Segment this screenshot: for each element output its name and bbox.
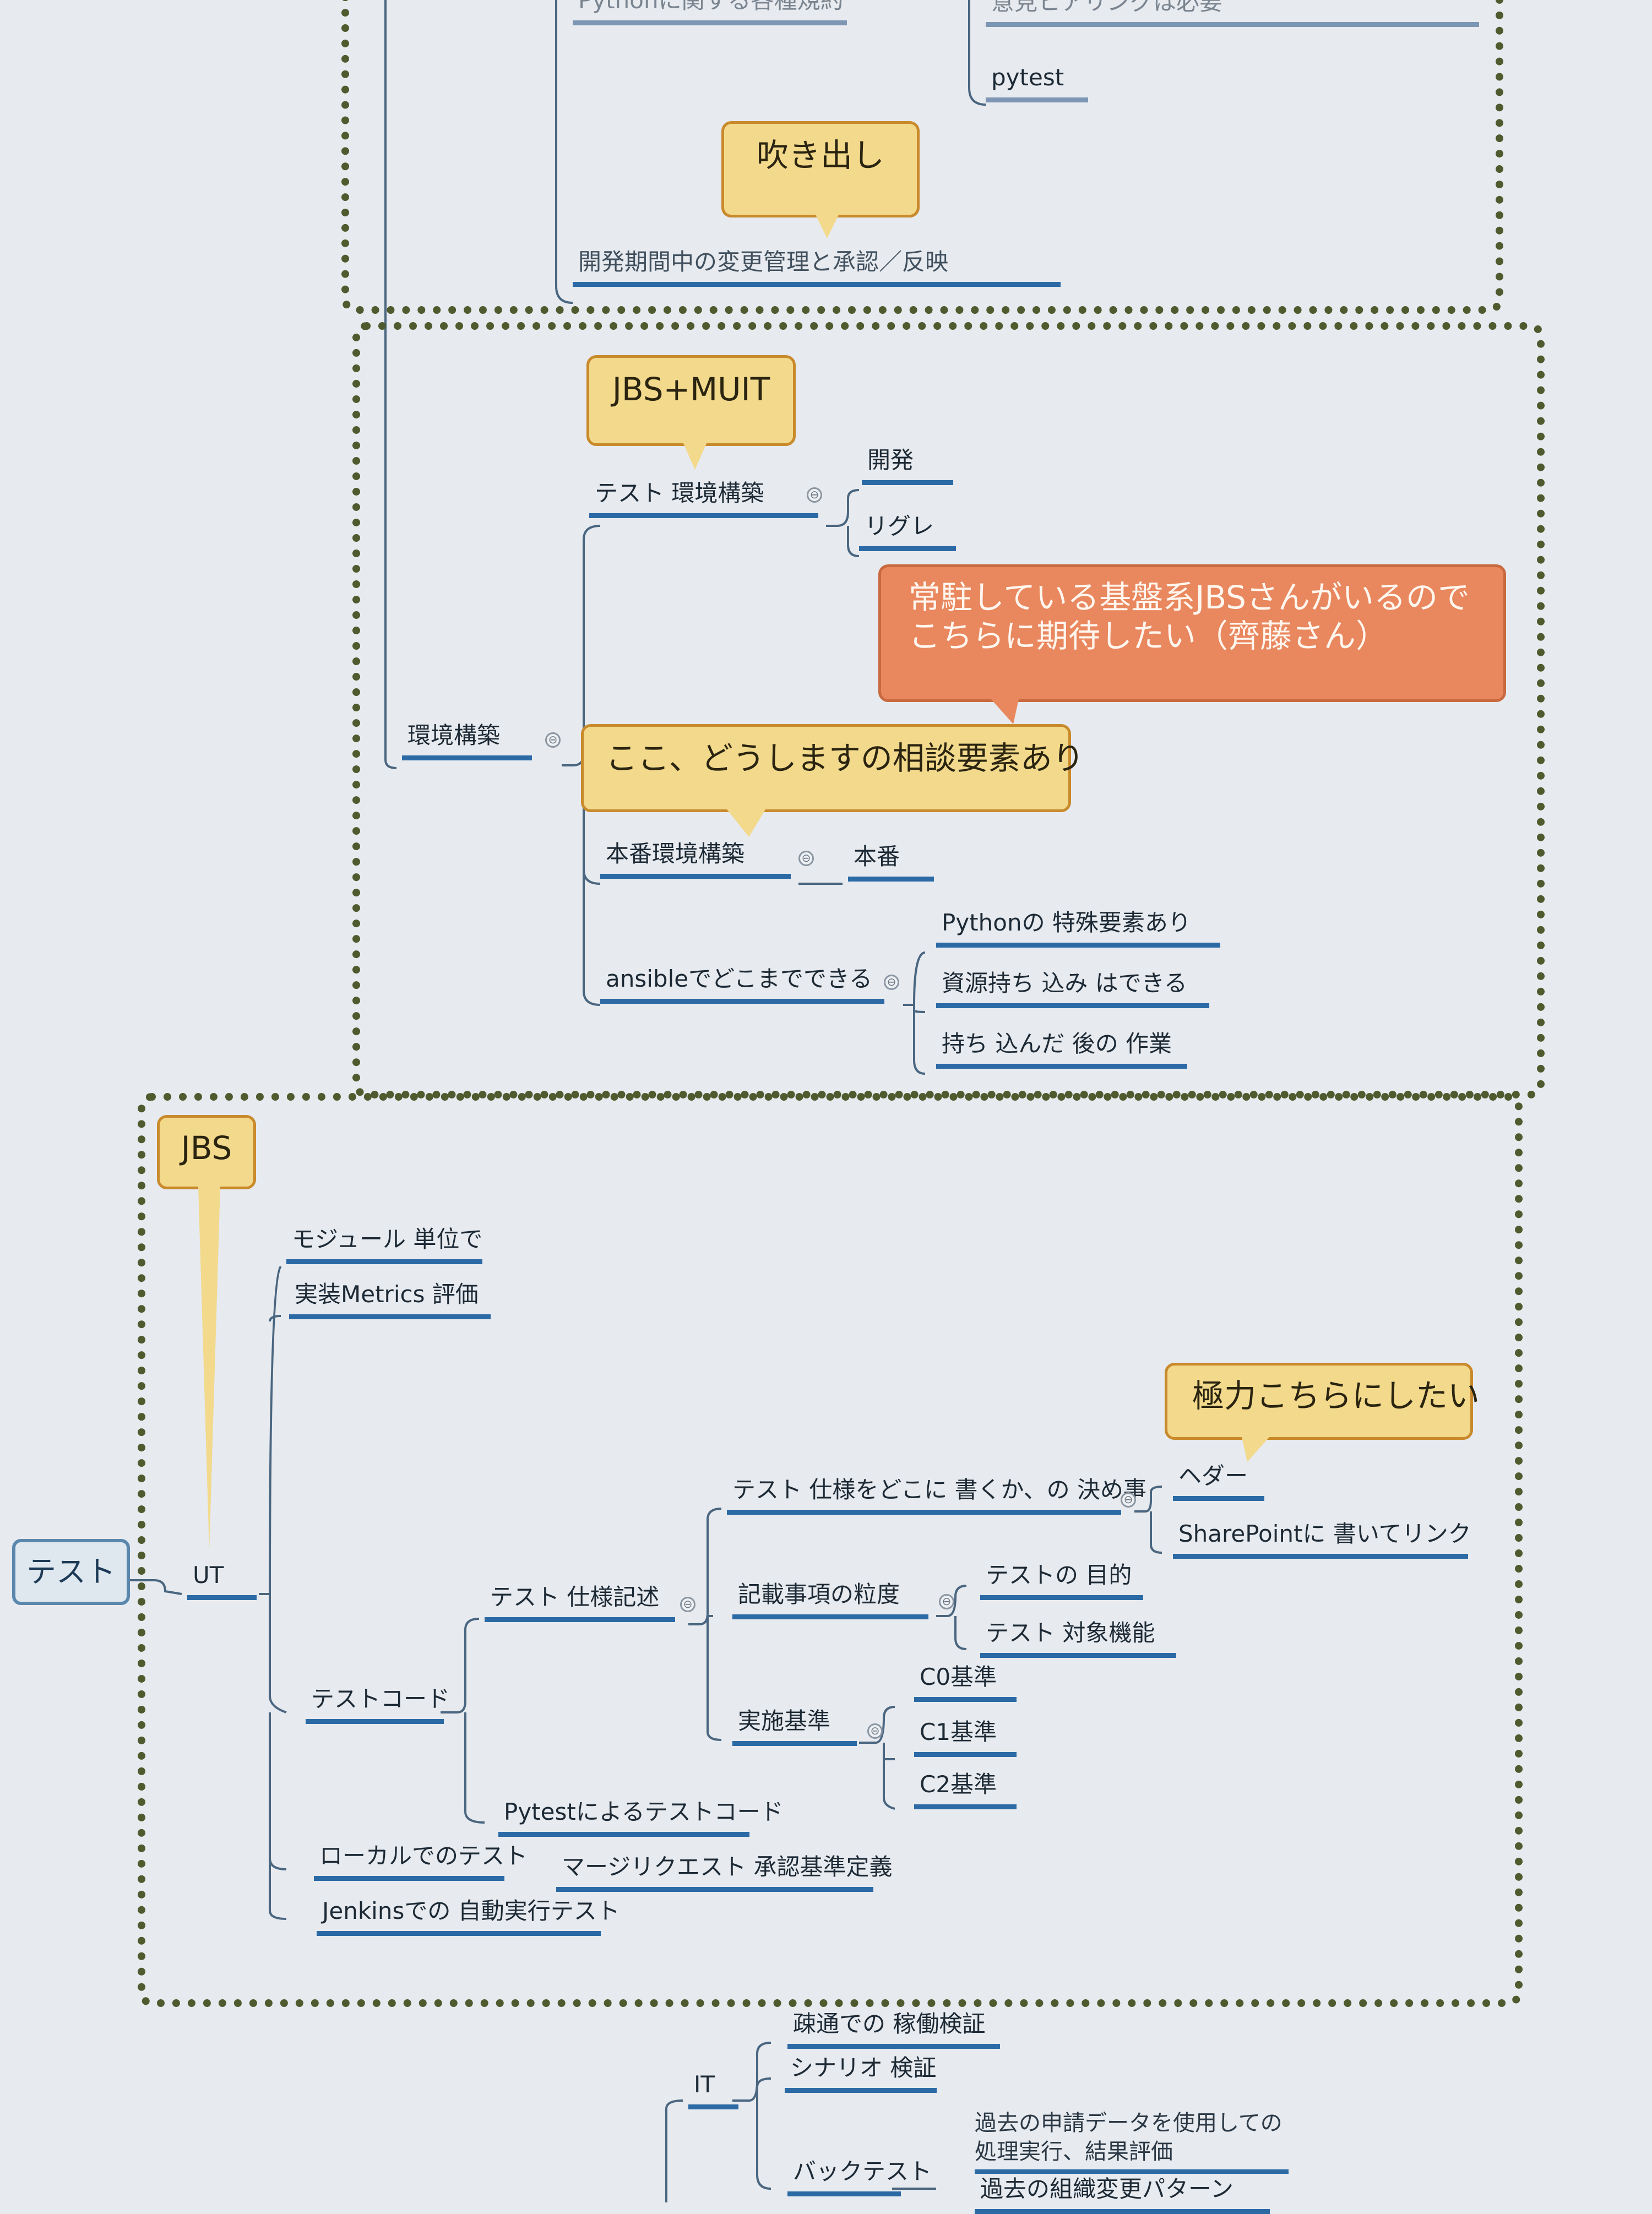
callout-line: こちらに期待したい（齊藤さん） bbox=[909, 617, 1388, 655]
node-python-special[interactable]: Pythonの 特殊要素あり bbox=[936, 909, 1220, 948]
node-c1[interactable]: C1基準 bbox=[914, 1718, 1017, 1757]
callout-jbs[interactable]: JBS bbox=[157, 1115, 256, 1189]
callout-tail bbox=[991, 699, 1019, 724]
note-line: 過去の申請データを使用しての bbox=[975, 2110, 1283, 2136]
collapse-icon[interactable]: ⊖ bbox=[798, 851, 814, 866]
node-connectivity[interactable]: 疎通での 稼働検証 bbox=[787, 2010, 1000, 2049]
callout-prefer-this[interactable]: 極力こちらにしたい bbox=[1165, 1363, 1480, 1440]
node-dev[interactable]: 開発 bbox=[862, 446, 953, 485]
callout-tail bbox=[683, 442, 707, 470]
node-merge-request[interactable]: マージリクエスト 承認基準定義 bbox=[556, 1853, 893, 1892]
node-test-spec[interactable]: テスト 仕様記述 bbox=[485, 1583, 675, 1622]
node-scenario[interactable]: シナリオ 検証 bbox=[785, 2054, 937, 2093]
root-node-test[interactable]: テスト bbox=[12, 1539, 130, 1605]
node-where-to-write[interactable]: テスト 仕様をどこに 書くか、の 決め事 bbox=[727, 1476, 1146, 1515]
node-criteria[interactable]: 実施基準 bbox=[732, 1707, 857, 1746]
collapse-icon[interactable]: ⊖ bbox=[1121, 1492, 1136, 1508]
callout-line: 常駐している基盤系JBSさんがいるので bbox=[909, 579, 1470, 616]
node-resource-import[interactable]: 資源持ち 込み はできる bbox=[936, 969, 1209, 1008]
node-past-org-change[interactable]: 過去の組織変更パターン bbox=[975, 2175, 1270, 2214]
node-sharepoint-link[interactable]: SharePointに 書いてリンク bbox=[1173, 1520, 1471, 1559]
node-it[interactable]: IT bbox=[688, 2070, 738, 2109]
collapse-icon[interactable]: ⊖ bbox=[545, 732, 561, 748]
node-module-unit[interactable]: モジュール 単位で bbox=[286, 1225, 482, 1264]
node-local-test[interactable]: ローカルでのテスト bbox=[314, 1842, 528, 1881]
collapse-icon[interactable]: ⊖ bbox=[867, 1723, 883, 1739]
node-granularity[interactable]: 記載事項の粒度 bbox=[732, 1580, 928, 1619]
node-test-code[interactable]: テストコード bbox=[306, 1685, 450, 1724]
callout-consult[interactable]: ここ、どうしますの相談要素あり bbox=[581, 724, 1084, 812]
callout-tail bbox=[1242, 1437, 1269, 1462]
node-python-conventions[interactable]: Pythonに関する各種規約 bbox=[573, 0, 847, 25]
callout-jbs-expectation[interactable]: 常駐している基盤系JBSさんがいるので こちらに期待したい（齊藤さん） bbox=[878, 564, 1506, 702]
node-header[interactable]: ヘダー bbox=[1173, 1462, 1264, 1501]
node-regression[interactable]: リグレ bbox=[859, 512, 956, 551]
node-prod[interactable]: 本番 bbox=[848, 842, 934, 882]
node-jenkins[interactable]: Jenkinsでの 自動実行テスト bbox=[317, 1897, 620, 1936]
note-line: 処理実行、結果評価 bbox=[975, 2139, 1173, 2164]
group-top bbox=[341, 0, 1503, 314]
node-env-setup[interactable]: 環境構築 bbox=[402, 721, 532, 760]
node-pytest-code[interactable]: Pytestによるテストコード bbox=[498, 1798, 784, 1837]
callout-jbs-muit[interactable]: JBS+MUIT bbox=[586, 355, 796, 446]
collapse-icon[interactable]: ⊖ bbox=[939, 1594, 954, 1609]
callout-tail bbox=[727, 809, 765, 837]
node-test-target[interactable]: テスト 対象機能 bbox=[980, 1619, 1176, 1658]
node-ansible[interactable]: ansibleでどこまでできる bbox=[600, 965, 884, 1004]
callout-tail bbox=[815, 214, 839, 238]
node-metrics[interactable]: 実装Metrics 評価 bbox=[289, 1280, 491, 1319]
node-c0[interactable]: C0基準 bbox=[914, 1663, 1017, 1702]
callout-fukidashi[interactable]: 吹き出し bbox=[721, 121, 920, 217]
node-backtest[interactable]: バックテスト bbox=[787, 2157, 932, 2196]
callout-tail bbox=[198, 1187, 220, 1550]
group-ut bbox=[138, 1093, 1523, 2007]
node-test-purpose[interactable]: テストの 目的 bbox=[980, 1561, 1143, 1600]
node-test-env-setup[interactable]: テスト 環境構築 bbox=[589, 479, 818, 518]
collapse-icon[interactable]: ⊖ bbox=[884, 975, 899, 990]
collapse-icon[interactable]: ⊖ bbox=[680, 1597, 695, 1612]
node-ut[interactable]: UT bbox=[187, 1561, 257, 1600]
collapse-icon[interactable]: ⊖ bbox=[807, 487, 822, 503]
node-change-management[interactable]: 開発期間中の変更管理と承認／反映 bbox=[573, 248, 1061, 287]
backtest-note[interactable]: 過去の申請データを使用しての 処理実行、結果評価 bbox=[975, 2109, 1289, 2174]
node-c2[interactable]: C2基準 bbox=[914, 1770, 1017, 1809]
node-opinion-hearing[interactable]: 意見ヒアリングは必要 bbox=[986, 0, 1479, 27]
node-prod-env-setup[interactable]: 本番環境構築 bbox=[600, 840, 791, 879]
node-after-import-work[interactable]: 持ち 込んだ 後の 作業 bbox=[936, 1030, 1187, 1069]
node-pytest[interactable]: pytest bbox=[986, 63, 1088, 102]
